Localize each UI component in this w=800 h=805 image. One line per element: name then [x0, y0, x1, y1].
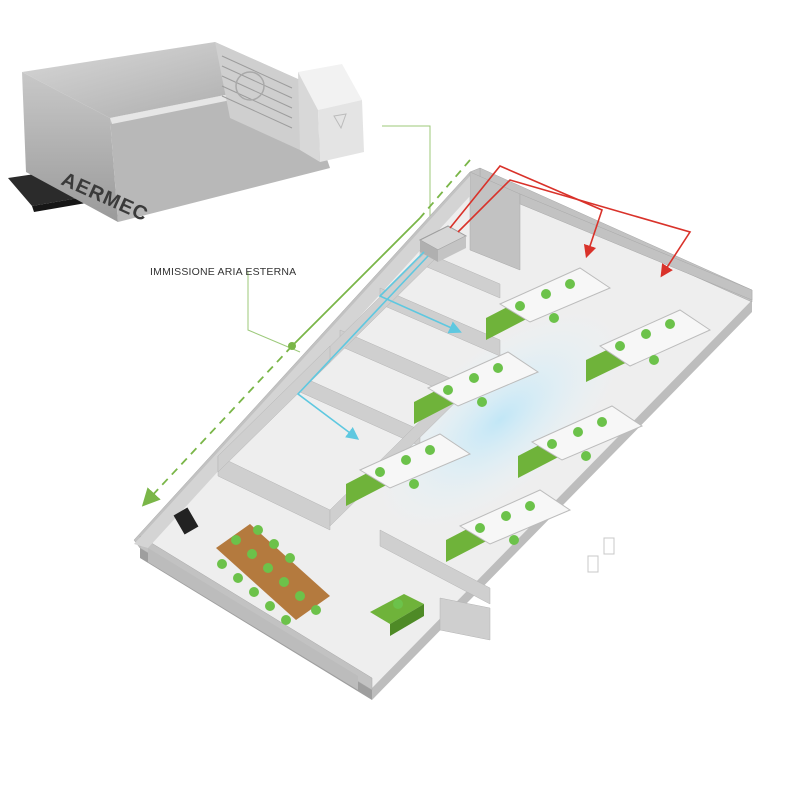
cluster-5	[346, 433, 472, 506]
wall-screen	[173, 507, 199, 535]
meeting-chairs	[217, 525, 321, 625]
outdoor-air-supply-label: IMMISSIONE ARIA ESTERNA	[150, 266, 297, 278]
meeting-room	[173, 507, 330, 625]
unit-electrical-box	[298, 64, 364, 162]
cluster-1	[486, 267, 612, 340]
cluster-2	[586, 309, 712, 382]
aermec-unit: AERMEC	[8, 42, 364, 226]
outdoor-air-line	[141, 159, 471, 507]
caption-leader-line	[247, 272, 301, 353]
windows	[587, 537, 615, 573]
unit-front-panel	[22, 72, 118, 222]
cluster-4	[518, 405, 644, 478]
return-air-ducts	[449, 165, 692, 278]
office-floor-plan	[133, 167, 753, 700]
cluster-3	[414, 351, 540, 424]
supply-air-ducts	[296, 251, 462, 440]
cooled-air-zone	[376, 309, 624, 531]
cluster-6	[446, 489, 572, 562]
ceiling-ahu	[418, 225, 468, 262]
workstation-clusters	[346, 267, 712, 562]
unit-leader-line	[382, 125, 431, 240]
reception-desk	[370, 594, 424, 636]
unit-vent-grille	[215, 42, 300, 150]
